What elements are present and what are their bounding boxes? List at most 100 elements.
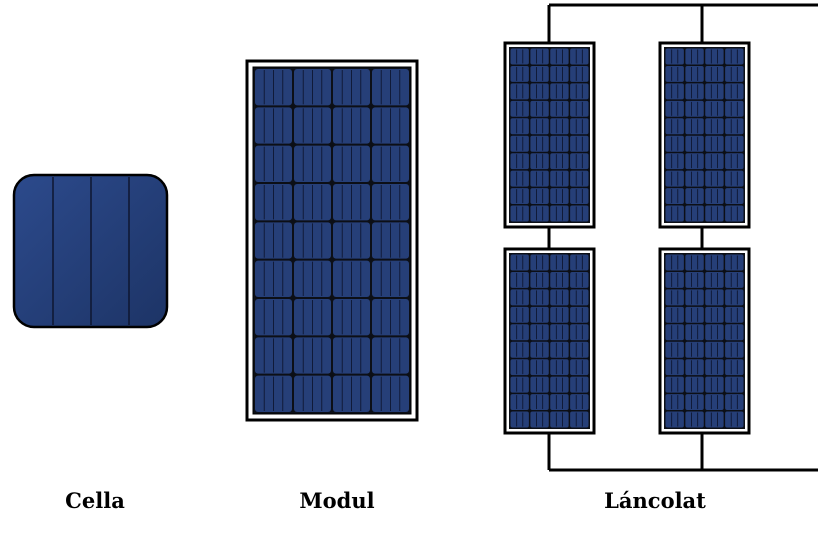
pv-cell (725, 324, 744, 341)
pv-cell (665, 170, 684, 187)
pv-cell (550, 324, 569, 341)
pv-cell (530, 376, 549, 393)
pv-cell-body (685, 394, 704, 411)
pv-cell (685, 411, 704, 428)
pv-cell (685, 324, 704, 341)
pv-cell-body (705, 135, 724, 152)
pv-cell-body (530, 306, 549, 323)
pv-cell-body (725, 359, 744, 376)
pv-cell (333, 299, 370, 336)
pv-cell-body (685, 376, 704, 393)
pv-cell-body (665, 48, 684, 65)
pv-cell (530, 205, 549, 222)
pv-cell (705, 100, 724, 117)
pv-cell-body (550, 306, 569, 323)
pv-cell-body (725, 100, 744, 117)
string-wiring (547, 3, 818, 472)
pv-cell-body (570, 170, 589, 187)
pv-cell-body (725, 289, 744, 306)
pv-cell (685, 289, 704, 306)
pv-cell-body (725, 153, 744, 170)
pv-cell-body (530, 359, 549, 376)
pv-cell (510, 289, 529, 306)
pv-cell-body (685, 118, 704, 135)
pv-cell-body (530, 118, 549, 135)
pv-cell-body (510, 271, 529, 288)
pv-cell (705, 411, 724, 428)
pv-cell (372, 375, 409, 412)
pv-cell-body (725, 135, 744, 152)
pv-cell (372, 184, 409, 221)
pv-cell (372, 69, 409, 106)
pv-cell (255, 337, 292, 374)
pv-cell (705, 324, 724, 341)
pv-cell (570, 324, 589, 341)
pv-cell-body (570, 48, 589, 65)
pv-cell (530, 83, 549, 100)
pv-cell-body (570, 306, 589, 323)
pv-cell-body (510, 324, 529, 341)
pv-cell-body (570, 118, 589, 135)
pv-cell (550, 153, 569, 170)
pv-cell (570, 153, 589, 170)
pv-cell (510, 48, 529, 65)
pv-cell (665, 289, 684, 306)
pv-cell (333, 184, 370, 221)
pv-cell-body (550, 170, 569, 187)
pv-cell-body (685, 411, 704, 428)
pv-cell (685, 205, 704, 222)
pv-cell (372, 145, 409, 182)
pv-cell (530, 394, 549, 411)
pv-cell-body (550, 376, 569, 393)
pv-cell (530, 271, 549, 288)
pv-cell (725, 306, 744, 323)
pv-cell (725, 118, 744, 135)
pv-cell (550, 289, 569, 306)
pv-cell-body (550, 271, 569, 288)
pv-cell (665, 153, 684, 170)
pv-cell-body (530, 341, 549, 358)
pv-cell-body (705, 324, 724, 341)
pv-cell (510, 153, 529, 170)
pv-cell (550, 118, 569, 135)
pv-cell (725, 188, 744, 205)
pv-cell-body (550, 289, 569, 306)
pv-cell-body (685, 188, 704, 205)
pv-cell (725, 153, 744, 170)
pv-cell-body (705, 65, 724, 82)
pv-cell-body (685, 306, 704, 323)
pv-cell-body (685, 65, 704, 82)
pv-cell-body (685, 341, 704, 358)
pv-cell (570, 188, 589, 205)
pv-cell-body (510, 205, 529, 222)
pv-cell (372, 337, 409, 374)
pv-cell-body (725, 48, 744, 65)
pv-cell (510, 359, 529, 376)
pv-cell-body (665, 205, 684, 222)
pv-cell (372, 107, 409, 144)
pv-cell-body (685, 48, 704, 65)
pv-cell-body (530, 48, 549, 65)
pv-cell-body (665, 376, 684, 393)
pv-cell (725, 341, 744, 358)
pv-cell (570, 376, 589, 393)
pv-cell (550, 306, 569, 323)
pv-cell (510, 341, 529, 358)
pv-cell (530, 170, 549, 187)
pv-cell-body (685, 205, 704, 222)
pv-cell (530, 135, 549, 152)
pv-cell-body (665, 289, 684, 306)
pv-cell-body (510, 170, 529, 187)
pv-cell-body (665, 254, 684, 271)
pv-cell-body (725, 411, 744, 428)
pv-cell (570, 83, 589, 100)
pv-cell-body (705, 83, 724, 100)
pv-cell (725, 289, 744, 306)
pv-cell-body (685, 83, 704, 100)
pv-cell (255, 184, 292, 221)
pv-cell (333, 375, 370, 412)
pv-cell (705, 341, 724, 358)
pv-cell (510, 118, 529, 135)
pv-cell-body (530, 188, 549, 205)
pv-cell (294, 184, 331, 221)
